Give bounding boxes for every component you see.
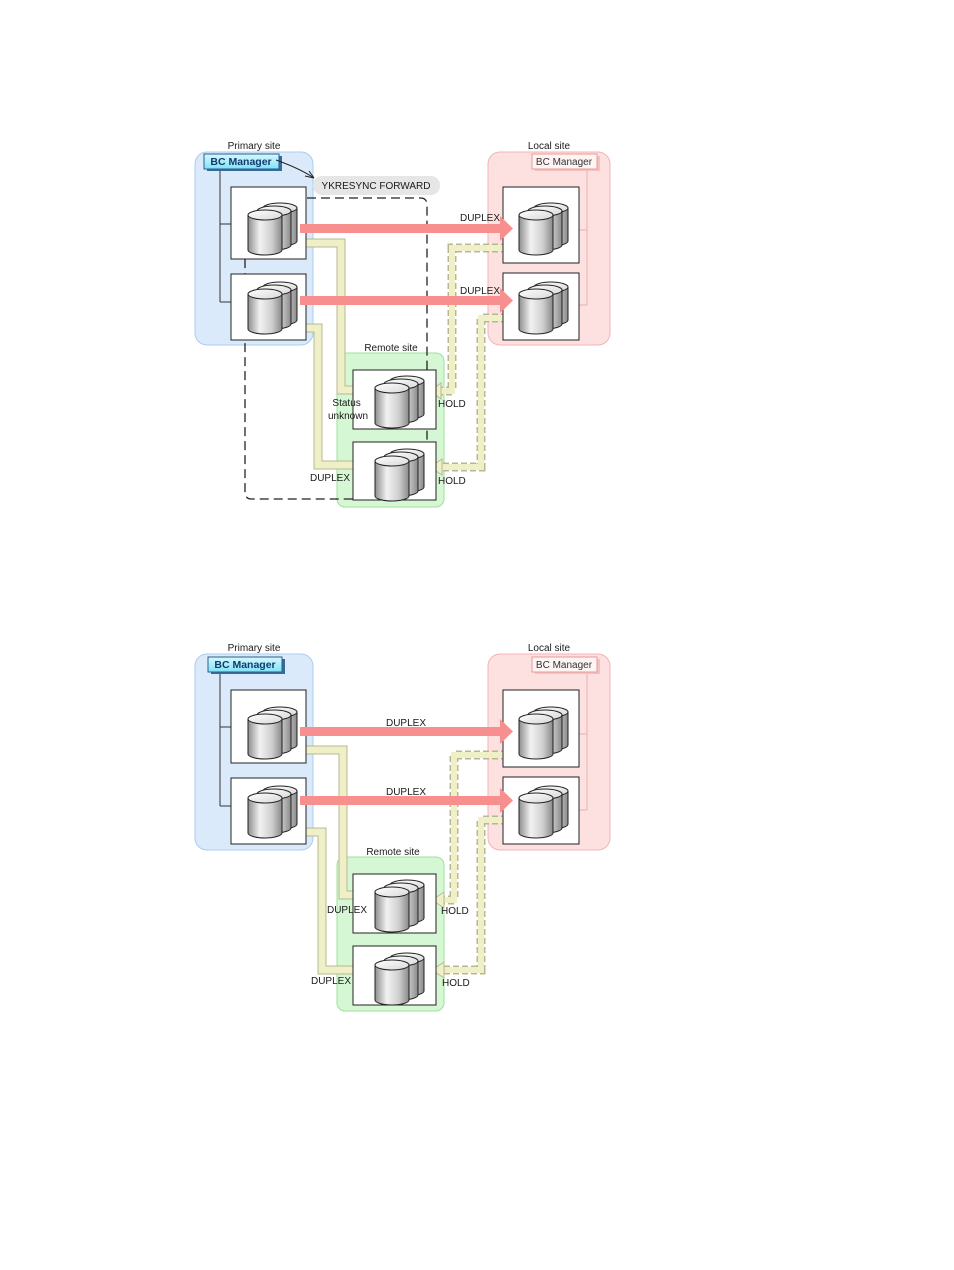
primary-site-label: Primary site xyxy=(228,141,281,152)
command-badge-label: YKRESYNC FORWARD xyxy=(322,181,431,192)
disk-stack-local-2 xyxy=(519,282,568,334)
primary-site-label: Primary site xyxy=(228,643,281,654)
local-bc-manager: BC Manager xyxy=(532,154,600,171)
disk-stack-primary-2 xyxy=(248,786,297,838)
local-bc-manager-label: BC Manager xyxy=(536,660,593,671)
primary-bc-manager: BC Manager xyxy=(204,154,282,171)
top-duplex-label: DUPLEX xyxy=(460,213,500,224)
local-bc-manager: BC Manager xyxy=(532,657,600,674)
disk-stack-local-1 xyxy=(519,707,568,759)
primary-bc-manager-label: BC Manager xyxy=(210,156,271,168)
remote-top-left-line-2: unknown xyxy=(328,411,368,422)
disk-stack-remote-2 xyxy=(375,449,424,501)
local-bc-manager-label: BC Manager xyxy=(536,157,593,168)
remote-top-left-line-1: Status xyxy=(332,398,360,409)
disk-stack-remote-1 xyxy=(375,376,424,428)
remote-top-hold-label: HOLD xyxy=(438,399,466,410)
remote-bottom-left-label: DUPLEX xyxy=(311,976,351,987)
disk-stack-remote-2 xyxy=(375,953,424,1005)
duplex-arrows xyxy=(300,719,513,813)
diagram-2: Primary site Local site Remote site BC M… xyxy=(195,643,610,1011)
remote-bottom-left-label: DUPLEX xyxy=(310,473,350,484)
primary-bc-manager-label: BC Manager xyxy=(214,659,275,671)
remote-bottom-hold-label: HOLD xyxy=(442,978,470,989)
top-duplex-label: DUPLEX xyxy=(386,718,426,729)
primary-bc-manager: BC Manager xyxy=(208,657,285,674)
disk-stack-local-1 xyxy=(519,203,568,255)
local-site-label: Local site xyxy=(528,141,571,152)
duplex-arrows xyxy=(300,216,513,313)
remote-site-label: Remote site xyxy=(366,847,420,858)
diagram-1: Primary site Local site Remote site BC M… xyxy=(195,141,610,507)
remote-top-hold-label: HOLD xyxy=(441,906,469,917)
remote-top-left-label: DUPLEX xyxy=(327,905,367,916)
disk-stack-remote-1 xyxy=(375,880,424,932)
disk-stack-primary-1 xyxy=(248,707,297,759)
disk-stack-local-2 xyxy=(519,786,568,838)
remote-bottom-hold-label: HOLD xyxy=(438,476,466,487)
remote-site-label: Remote site xyxy=(364,343,418,354)
disk-stack-primary-2 xyxy=(248,282,297,334)
disk-stack-primary-1 xyxy=(248,203,297,255)
bottom-duplex-label: DUPLEX xyxy=(386,787,426,798)
bottom-duplex-label: DUPLEX xyxy=(460,286,500,297)
local-site-label: Local site xyxy=(528,643,571,654)
